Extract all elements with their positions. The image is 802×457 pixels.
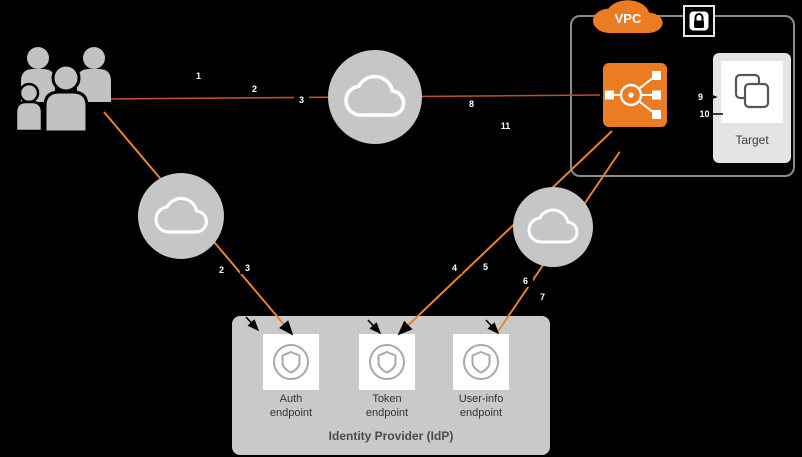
internet-cloud-top [328, 50, 422, 144]
step-badge: 10 [697, 107, 712, 120]
step-badge: 8 [464, 97, 479, 110]
internet-cloud-left [138, 173, 224, 259]
auth-endpoint-tile [263, 334, 319, 390]
cloud-icon [154, 196, 208, 234]
cloud-icon [527, 208, 579, 244]
token-endpoint-label: Token endpoint [365, 393, 409, 419]
step-badge: 3 [294, 93, 309, 106]
step-badge: 9 [693, 90, 708, 103]
step-badge: 2 [214, 263, 229, 276]
step-badge: 2 [247, 82, 262, 95]
target-label: Target [735, 133, 769, 147]
target-node-box [721, 61, 783, 123]
cloud-icon [344, 74, 406, 117]
step-badge: 11 [498, 119, 513, 132]
arrow-user-to-auth-endpoint [103, 111, 294, 336]
userinfo-endpoint-tile [453, 334, 509, 390]
auth-endpoint-label: Auth endpoint [269, 393, 313, 419]
step-badge: 3 [240, 261, 255, 274]
step-badge: 7 [535, 290, 550, 303]
step-badge: 1 [191, 69, 206, 82]
internet-cloud-right [513, 187, 593, 267]
idp-label: Identity Provider (IdP) [328, 429, 454, 443]
arrow-user-to-alb [109, 94, 601, 100]
vpc-label: VPC [614, 11, 642, 26]
token-endpoint-tile [359, 334, 415, 390]
userinfo-endpoint-label: User-info endpoint [458, 393, 504, 419]
users-icon [14, 47, 111, 134]
step-badge: 4 [447, 261, 462, 274]
step-badge: 6 [518, 274, 533, 287]
step-badge: 5 [478, 260, 493, 273]
